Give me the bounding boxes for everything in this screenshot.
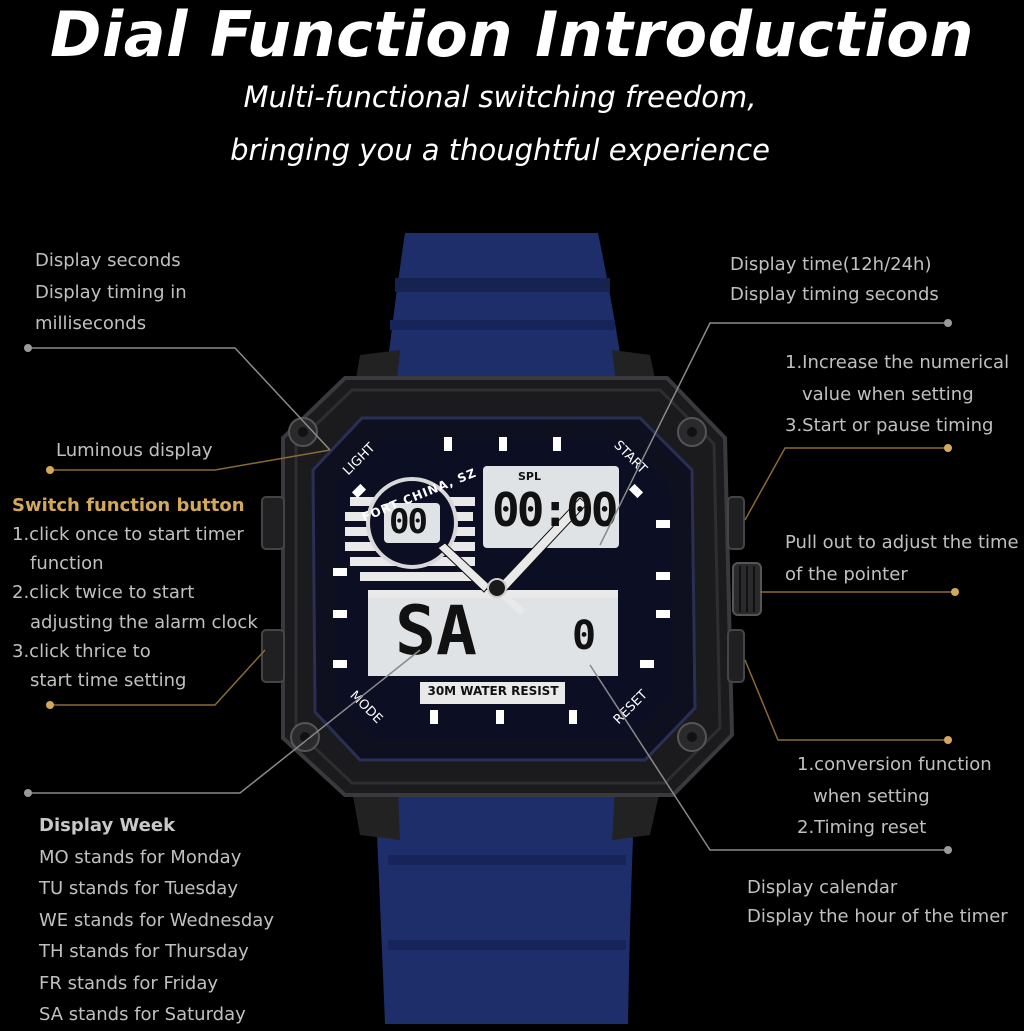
annotation-line: adjusting the alarm clock <box>30 611 258 633</box>
annotation-line: 3.Start or pause timing <box>785 415 994 436</box>
week-title: Display Week <box>39 815 176 836</box>
annotation-line: Display seconds <box>35 250 181 271</box>
annotation-line: when setting <box>813 785 930 807</box>
annotation-line: of the pointer <box>785 563 908 585</box>
calendar-annotation: Display calendar Display the hour of the… <box>747 873 1008 931</box>
bottom-strap <box>375 790 635 1024</box>
reset-annotation: 1.conversion function when setting 2.Tim… <box>797 749 992 844</box>
annotation-line: Display the hour of the timer <box>747 906 1008 928</box>
annotation-line: MO stands for Monday <box>39 846 242 868</box>
annotation-line: Display timing seconds <box>730 283 939 305</box>
annotation-line: milliseconds <box>35 313 147 334</box>
top-lcd-digits: 00:00 <box>492 483 618 537</box>
switch-title: Switch function button <box>12 495 245 516</box>
annotation-line: SA stands for Saturday <box>39 1004 246 1025</box>
week-digits: SA <box>395 592 477 671</box>
bottom-lcd <box>368 590 618 676</box>
annotation-line: value when setting <box>802 383 974 405</box>
annotation-line: 1.conversion function <box>797 754 992 775</box>
annotation-line: FR stands for Friday <box>39 972 219 994</box>
date-digit: 0 <box>572 613 597 659</box>
page-title: Dial Function Introduction <box>50 0 974 71</box>
week-annotation: Display Week MO stands for Monday TU sta… <box>39 810 274 1031</box>
switch-annotation: Switch function button 1.click once to s… <box>12 491 258 695</box>
start-annotation: 1.Increase the numerical value when sett… <box>785 347 1009 442</box>
annotation-line: 1.Increase the numerical <box>785 352 1010 373</box>
watch-hands <box>437 497 588 615</box>
crown-annotation: Pull out to adjust the time of the point… <box>785 527 1019 590</box>
annotation-line: TU stands for Tuesday <box>39 878 238 899</box>
annotation-line: 2.click twice to start <box>12 582 195 604</box>
luminous-annotation: Luminous display <box>56 440 213 461</box>
annotation-line: 1.click once to start timer <box>12 524 244 546</box>
time-annotation: Display time(12h/24h) Display timing sec… <box>730 250 939 309</box>
annotation-line: TH stands for Thursday <box>39 941 249 962</box>
annotation-line: Display calendar <box>747 877 898 898</box>
subtitle-line-2: bringing you a thoughtful experience <box>230 133 770 167</box>
seconds-annotation: Display seconds Display timing in millis… <box>35 245 187 340</box>
subtitle-line-1: Multi-functional switching freedom, <box>243 80 757 114</box>
annotation-line: 2.Timing reset <box>797 817 927 838</box>
annotation-line: Display timing in <box>35 281 187 303</box>
annotation-line: function <box>30 553 104 575</box>
top-strap <box>385 233 625 385</box>
sub-dial-digits: 00 <box>389 502 428 542</box>
annotation-line: 3.click thrice to <box>12 640 151 662</box>
water-resist-label: 30M WATER RESIST <box>427 684 559 698</box>
hour-indices <box>333 437 670 724</box>
annotation-line: Display time(12h/24h) <box>730 254 932 275</box>
annotation-line: Pull out to adjust the time <box>785 532 1019 553</box>
annotation-line: start time setting <box>30 669 187 691</box>
spl-label: SPL <box>518 470 541 483</box>
top-lcd <box>483 466 619 548</box>
annotation-line: WE stands for Wednesday <box>39 909 274 931</box>
